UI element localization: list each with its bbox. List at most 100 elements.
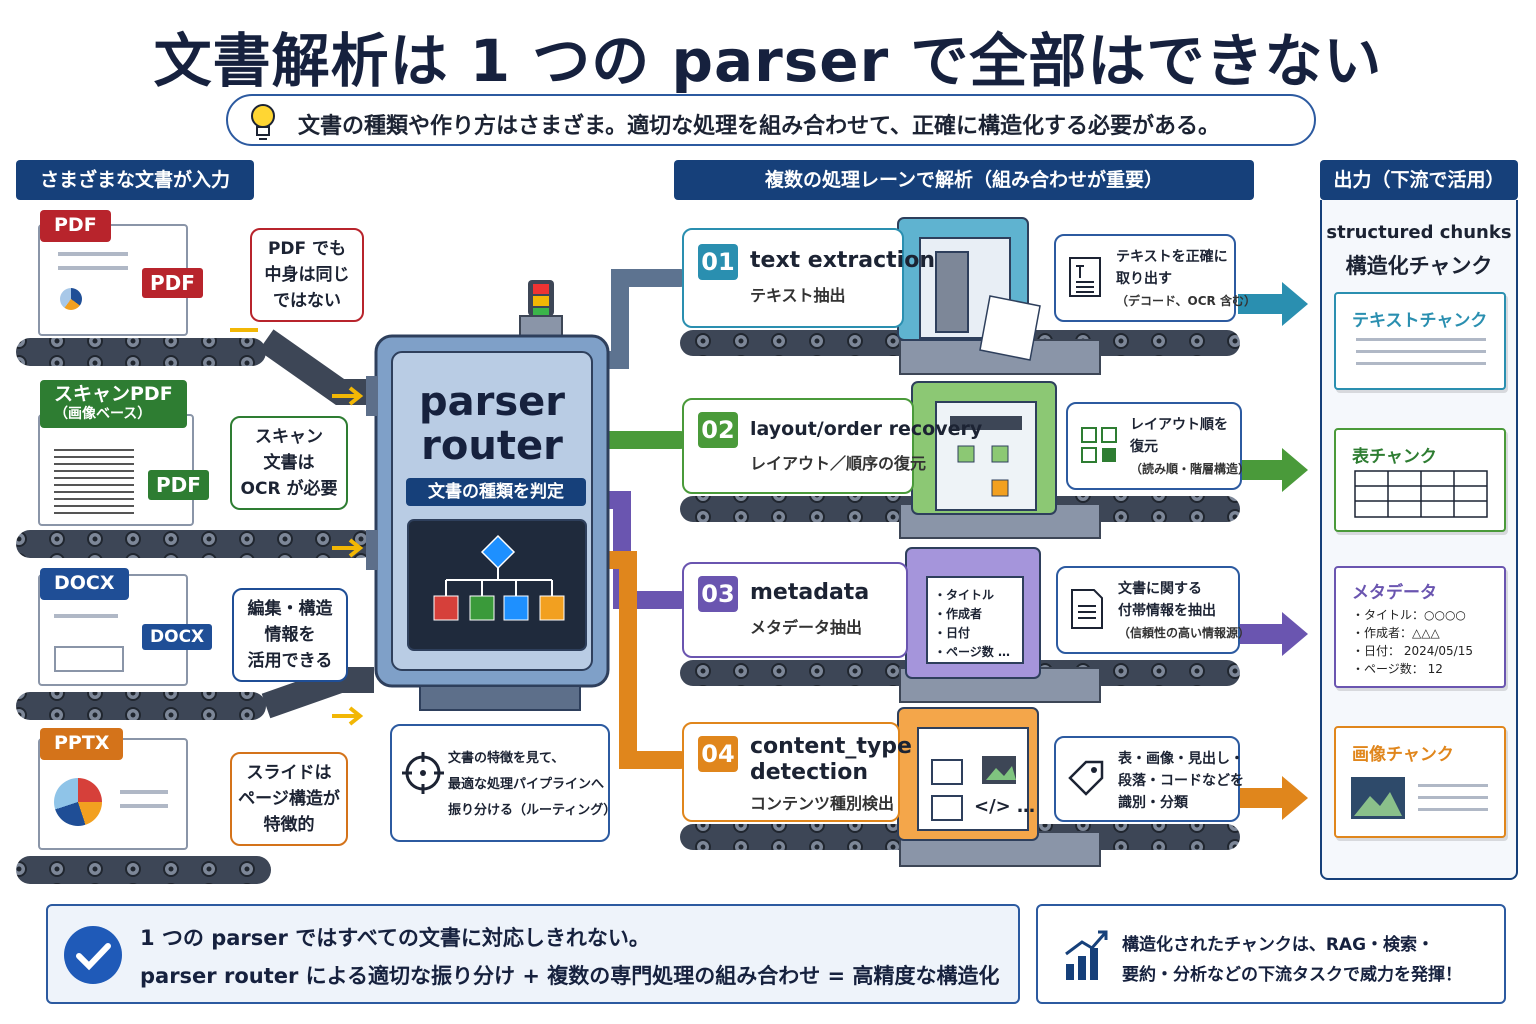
note-pdf: PDF でも 中身は同じ ではない [250, 228, 364, 322]
router-title: parser router [392, 380, 592, 468]
router-note: 文書の特徴を見て、 最適な処理パイプラインへ 振り分ける（ルーティング） [390, 724, 616, 842]
bottom-line-1: 1 つの parser ではすべての文書に対応しきれない。 [140, 926, 650, 950]
doc-tag-pptx: PPTX [40, 728, 124, 760]
lane-02-title: layout/order recovery [750, 418, 983, 440]
checkmark-icon [64, 926, 122, 984]
lane-03-subtitle: メタデータ抽出 [750, 618, 863, 637]
lane-03-desc: 文書に関する 付帯情報を抽出 （信頼性の高い情報源） [1056, 566, 1250, 654]
bottom-line-2: parser router による適切な振り分け + 複数の専門処理の組み合わせ… [140, 964, 1000, 988]
lane-02-desc: レイアウト順を 復元 （読み順・階層構造） [1066, 402, 1250, 490]
lane-04-code-label: </> … [974, 796, 1036, 817]
doc-badge-scan-pdf: PDF [148, 470, 209, 500]
lane-machines [897, 217, 1057, 841]
note-pptx-line-3: 特徴的 [263, 815, 315, 835]
lane-03-number: 03 [698, 576, 738, 612]
lane-01-desc-line-2: 取り出す [1116, 271, 1172, 287]
note-pptx-line-1: スライドは [246, 763, 332, 783]
lane-01-desc-line-3: （デコード、OCR 含む） [1116, 294, 1256, 308]
lane-03-screen: ・タイトル ・作成者 ・日付 ・ページ数 … [926, 576, 1024, 664]
subtitle-text: 文書の種類や作り方はさまざま。適切な処理を組み合わせて、正確に構造化する必要があ… [298, 114, 1221, 139]
note-pptx-line-2: ページ構造が [238, 789, 340, 809]
output-card-text: テキストチャンク [1334, 292, 1506, 390]
lane-04-number: 04 [698, 736, 738, 772]
lane-01-subtitle: テキスト抽出 [750, 286, 846, 305]
section-header-lanes: 複数の処理レーンで解析（組み合わせが重要） [674, 160, 1254, 200]
router-title-line-1: parser [418, 379, 565, 425]
lane-03-screen-line-4: ・ページ数 … [934, 645, 1010, 659]
layout-grid-icon [1081, 427, 1117, 463]
output-meta-line-3: ・日付： 2024/05/15 [1352, 644, 1473, 658]
lane-03-title: metadata [750, 580, 870, 605]
output-card-table: 表チャンク [1334, 428, 1506, 532]
output-meta-line-4: ・ページ数： 12 [1352, 662, 1443, 676]
note-docx-line-3: 活用できる [247, 651, 333, 671]
lane-04-desc-line-2: 段落・コードなどを [1118, 773, 1244, 789]
lane-04-title-line-2: detection [750, 760, 868, 785]
lane-04-title: content_type detection [750, 734, 912, 786]
lane-02-subtitle: レイアウト／順序の復元 [750, 454, 927, 473]
lane-03-desc-line-1: 文書に関する [1118, 581, 1202, 597]
output-card-metadata: メタデータ ・タイトル：○○○○ ・作成者：△△△ ・日付： 2024/05/1… [1334, 566, 1506, 688]
input-doc-pdf: PDF [38, 212, 203, 336]
note-docx: 編集・構造 情報を 活用できる [232, 588, 348, 682]
lightbulb-icon [251, 104, 275, 140]
bottom-side-line-1: 構造化されたチャンクは、RAG・検索・ [1122, 935, 1435, 955]
input-doc-scan-pdf: PDF [38, 414, 209, 526]
lane-04-desc: 表・画像・見出し・ 段落・コードなどを 識別・分類 [1054, 736, 1244, 822]
pie-chart-icon-pptx [54, 778, 102, 826]
doc-badge-docx: DOCX [142, 624, 213, 650]
router-title-line-2: router [421, 423, 563, 469]
note-pptx: スライドは ページ構造が 特徴的 [230, 752, 348, 846]
note-scan-pdf: スキャン 文書は OCR が必要 [230, 416, 348, 510]
input-conveyors [16, 328, 376, 884]
lane-03-screen-line-1: ・タイトル [934, 588, 995, 602]
document-icon [1071, 589, 1103, 629]
lane-01-number: 01 [698, 244, 738, 280]
router-machine [366, 280, 610, 711]
growth-chart-icon [1065, 930, 1108, 980]
lane-02-number: 02 [698, 412, 738, 448]
lane-02-desc-line-3: （読み順・階層構造） [1130, 462, 1251, 476]
note-scan-pdf-line-2: 文書は [263, 453, 315, 473]
doc-tag-scan-pdf-sub: （画像ベース） [54, 406, 152, 422]
note-scan-pdf-line-1: スキャン [255, 427, 323, 447]
table-icon [1354, 470, 1488, 518]
lane-02-desc-line-2: 復元 [1130, 439, 1158, 455]
note-docx-line-2: 情報を [264, 625, 316, 645]
note-pdf-line-3: ではない [273, 291, 341, 311]
output-head-ja: 構造化チャンク [1345, 254, 1493, 278]
lane-04-desc-line-1: 表・画像・見出し・ [1118, 751, 1244, 767]
output-head-en: structured chunks [1326, 222, 1512, 243]
output-card-text-title: テキストチャンク [1352, 311, 1488, 331]
text-doc-icon [1069, 257, 1101, 297]
section-header-input: さまざまな文書が入力 [16, 160, 254, 200]
lane-01-desc: テキストを正確に 取り出す （デコード、OCR 含む） [1054, 234, 1256, 322]
doc-tag-pdf: PDF [40, 210, 111, 242]
note-pdf-line-2: 中身は同じ [264, 265, 350, 285]
router-note-line-3: 振り分ける（ルーティング） [448, 803, 617, 818]
lane-03-desc-line-2: 付帯情報を抽出 [1118, 603, 1216, 619]
section-header-output: 出力（下流で活用） [1320, 160, 1518, 200]
tag-icon [1068, 760, 1104, 796]
lane-02-desc-line-1: レイアウト順を [1130, 417, 1228, 433]
lane-01-desc-line-1: テキストを正確に [1116, 249, 1228, 265]
output-card-image: 画像チャンク [1334, 726, 1506, 838]
lane-04-subtitle: コンテンツ種別検出 [750, 794, 895, 813]
doc-tag-scan-pdf-title: スキャンPDF [54, 383, 173, 405]
subtitle-box: 文書の種類や作り方はさまざま。適切な処理を組み合わせて、正確に構造化する必要があ… [226, 94, 1316, 146]
lane-arrows [1238, 282, 1308, 820]
router-pipes [591, 269, 689, 769]
output-card-metadata-title: メタデータ [1352, 583, 1437, 603]
note-docx-line-1: 編集・構造 [247, 599, 333, 619]
target-icon [402, 752, 444, 794]
doc-tag-scan-pdf: スキャンPDF （画像ベース） [40, 380, 187, 428]
router-note-line-2: 最適な処理パイプラインへ [448, 777, 605, 792]
doc-badge-pdf: PDF [142, 268, 203, 298]
output-card-table-title: 表チャンク [1352, 447, 1437, 467]
lane-04-desc-line-3: 識別・分類 [1118, 795, 1188, 811]
bottom-side-note: 構造化されたチャンクは、RAG・検索・ 要約・分析などの下流タスクで威力を発揮！ [1036, 904, 1506, 1004]
lane-03-screen-line-2: ・作成者 [934, 607, 983, 621]
note-scan-pdf-line-3: OCR が必要 [240, 479, 338, 499]
image-icon [1351, 777, 1405, 819]
bottom-summary: 1 つの parser ではすべての文書に対応しきれない。 parser rou… [46, 904, 1020, 1004]
